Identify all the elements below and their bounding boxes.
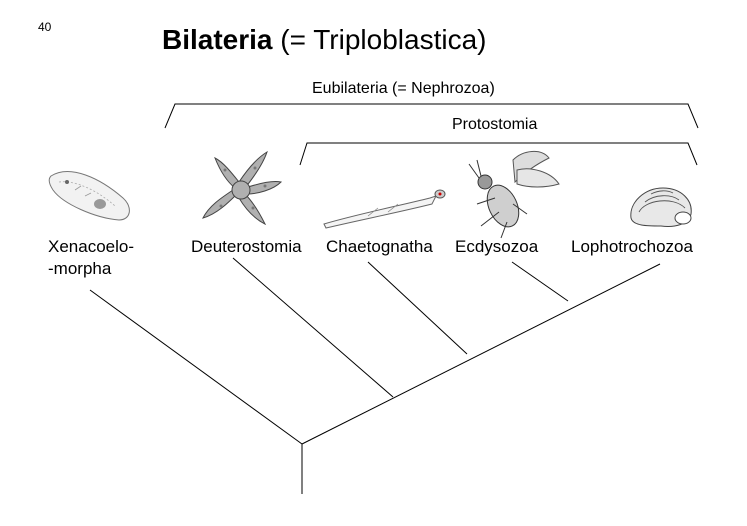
branch-ecdysozoa bbox=[511, 261, 569, 302]
protostomia-bracket bbox=[299, 142, 698, 166]
taxon-deuterostomia: Deuterostomia bbox=[191, 237, 302, 256]
snail-shell-icon bbox=[630, 187, 692, 227]
branch-chaetognatha bbox=[367, 261, 468, 355]
arrow-worm-icon bbox=[323, 189, 446, 229]
page-number: 40 bbox=[38, 20, 52, 34]
taxon-ecdysozoa: Ecdysozoa bbox=[455, 237, 539, 256]
title-suffix: (= Triploblastica) bbox=[272, 24, 487, 55]
title-main: Bilateria bbox=[162, 24, 273, 55]
eubilateria-bracket bbox=[164, 103, 699, 129]
acoel-flatworm-icon bbox=[48, 171, 130, 221]
beetle-icon bbox=[468, 151, 560, 239]
taxon-lophotrochozoa: Lophotrochozoa bbox=[571, 237, 693, 256]
protostomia-label: Protostomia bbox=[452, 116, 538, 133]
taxon-xenacoelomorpha-line1: Xenacoelo- bbox=[48, 237, 135, 256]
branch-deuterostomia bbox=[232, 257, 394, 398]
taxon-xenacoelomorpha-line2: -morpha bbox=[48, 259, 112, 278]
eubilateria-label: Eubilateria (= Nephrozoa) bbox=[312, 80, 495, 97]
branch-xenacoelomorpha bbox=[89, 289, 303, 445]
page-title: Bilateria (= Triploblastica) bbox=[162, 24, 486, 56]
starfish-icon bbox=[202, 150, 283, 226]
taxon-chaetognatha: Chaetognatha bbox=[326, 237, 433, 256]
branch-nephrozoa bbox=[301, 263, 661, 445]
